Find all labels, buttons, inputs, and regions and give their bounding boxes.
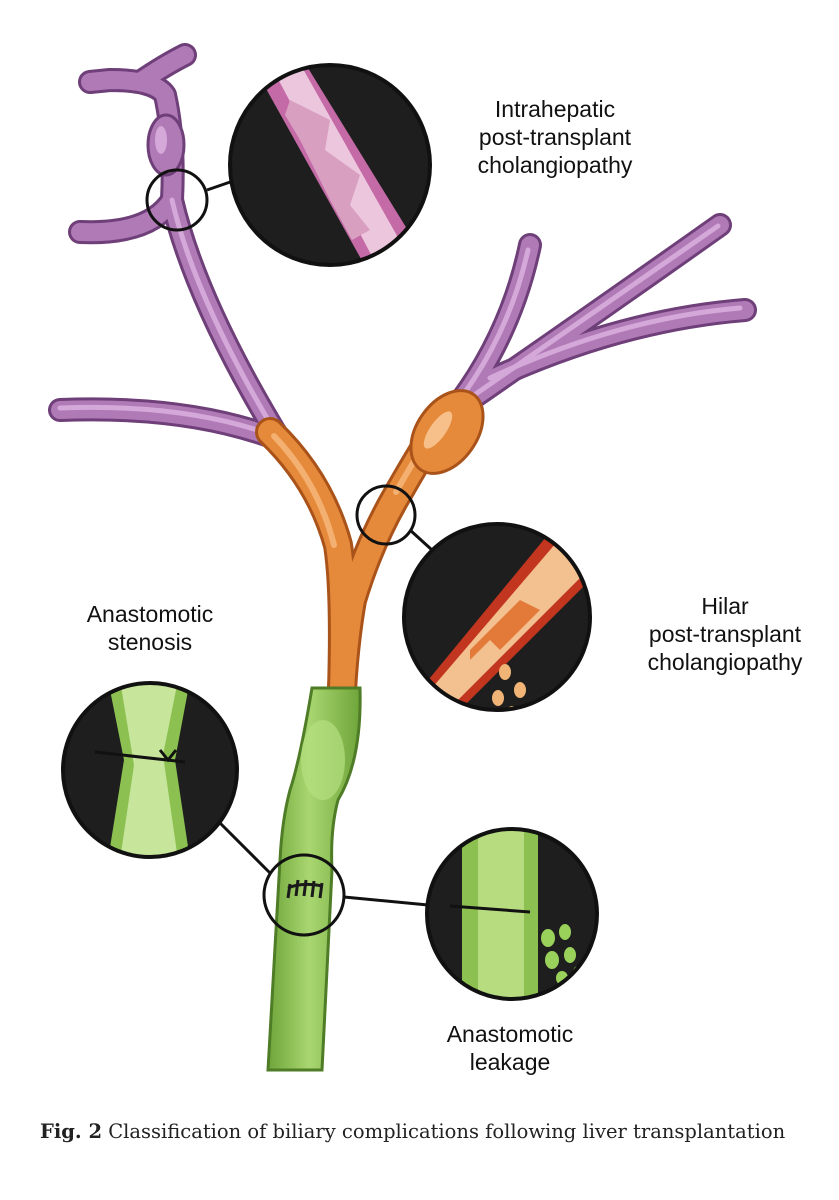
label-hilar: Hilar post-transplant cholangiopathy [615,592,835,676]
label-hilar-line-3: cholangiopathy [647,649,803,675]
label-leakage-line-2: leakage [469,1049,551,1075]
figure-caption: Fig. 2 Classification of biliary complic… [40,1118,820,1146]
inset-intrahepatic [228,63,432,267]
inset-hilar [402,522,592,712]
common-bile-duct [266,686,362,1072]
label-hilar-line-1: Hilar [701,593,749,619]
label-stenosis: Anastomotic stenosis [55,600,245,656]
figure-number: Fig. 2 [40,1120,103,1143]
label-leakage-line-1: Anastomotic [446,1021,574,1047]
marker-circles [145,168,434,937]
label-intrahepatic: Intrahepatic post-transplant cholangiopa… [440,95,670,179]
label-intrahepatic-line-3: cholangiopathy [477,152,633,178]
hilar-ducts [255,389,485,705]
label-stenosis-line-1: Anastomotic [86,601,214,627]
inset-leakage [425,827,599,1001]
label-hilar-line-2: post-transplant [648,621,802,647]
figure-caption-text: Classification of biliary complications … [108,1120,786,1143]
inset-stenosis [61,681,239,859]
label-intrahepatic-line-1: Intrahepatic [494,96,616,122]
label-leakage: Anastomotic leakage [415,1020,605,1076]
label-intrahepatic-line-2: post-transplant [478,124,632,150]
label-stenosis-line-2: stenosis [107,629,193,655]
